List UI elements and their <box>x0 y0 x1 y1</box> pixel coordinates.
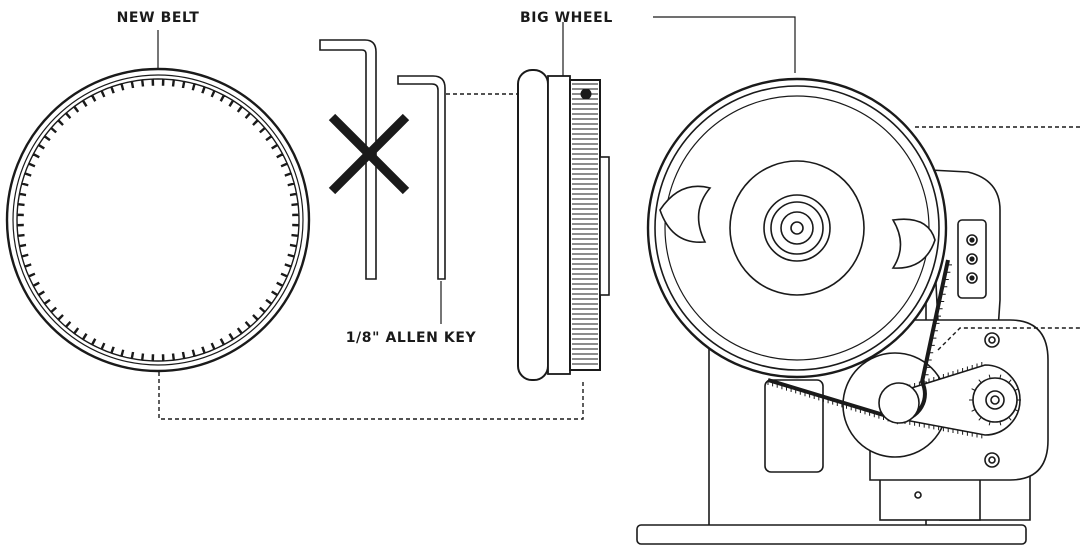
wheel-grip-left <box>659 185 712 243</box>
motor-assembly <box>636 77 1049 545</box>
allen-key-large <box>319 39 377 280</box>
cross-icon <box>328 113 410 195</box>
set-screw-icon <box>580 88 592 100</box>
pulley-side-view <box>517 69 610 381</box>
belt-teeth <box>16 78 300 362</box>
big-wheel-label: BIG WHEEL <box>520 10 613 26</box>
new-belt-label: NEW BELT <box>117 10 200 26</box>
wheel-grip-right <box>891 218 936 269</box>
big-wheel-pointer-line <box>653 16 796 73</box>
base-plate <box>636 524 1027 545</box>
belt-to-pulley-dashed-line <box>158 372 584 420</box>
right-dashed-leaders <box>915 126 1081 351</box>
new-belt <box>5 67 311 373</box>
wheel-belt-teeth <box>767 264 952 425</box>
pulley-teeth <box>572 83 598 365</box>
allen-key-small <box>397 75 446 280</box>
motor-gear-teeth <box>969 374 1021 426</box>
allen-key-label: 1/8" ALLEN KEY <box>346 330 477 346</box>
idler-roller <box>878 382 920 424</box>
body-slot <box>764 379 824 473</box>
